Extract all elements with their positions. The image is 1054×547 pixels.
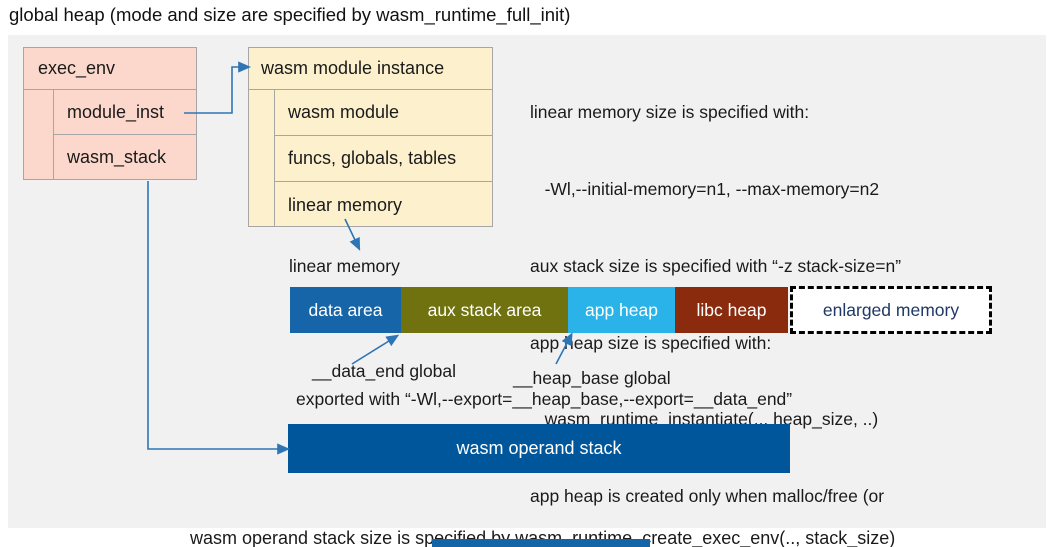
data-end-global-label: __data_end global [312,361,457,381]
bottom-accent-bar [432,539,650,547]
note-line: linear memory size is specified with: [530,102,810,123]
segment-enlarged-memory: enlarged memory [790,286,992,334]
exec-env-rows: module_inst wasm_stack [53,90,196,180]
linear-memory-label: linear memory [289,256,400,276]
segment-data-area: data area [290,287,401,333]
wasm-operand-stack-bar: wasm operand stack [288,424,790,473]
module-instance-header: wasm module instance [249,48,492,90]
module-instance-row-funcs-globals-tables: funcs, globals, tables [275,136,492,182]
exec-env-row-module-inst: module_inst [54,90,196,135]
diagram-title: global heap (mode and size are specified… [9,4,571,25]
operand-stack-notes: wasm operand stack size is specified by … [190,477,895,547]
note-line: app heap is created only when malloc/fre… [530,486,885,507]
segment-libc-heap: libc heap [675,287,788,333]
exec-env-box: exec_env module_inst wasm_stack [23,47,197,180]
exec-env-row-wasm-stack: wasm_stack [67,147,167,167]
note-line: app heap size is specified with: [530,332,772,353]
exported-with-label: exported with “-Wl,--export=__heap_base,… [296,389,793,409]
note-line: -Wl,--initial-memory=n1, --max-memory=n2 [530,178,880,199]
note-line: aux stack size is specified with “-z sta… [530,255,902,276]
module-instance-box: wasm module instance wasm module funcs, … [248,47,493,227]
note-line: wasm operand stack size is specified by … [190,528,896,547]
module-instance-rows: wasm module funcs, globals, tables linea… [274,90,492,227]
exec-env-header: exec_env [24,48,196,90]
segment-app-heap: app heap [568,287,675,333]
module-instance-row-linear-memory: linear memory [288,194,403,215]
module-instance-row-wasm-module: wasm module [275,90,492,136]
heap-base-global-label: __heap_base global [513,368,671,388]
segment-aux-stack-area: aux stack area [401,287,568,333]
